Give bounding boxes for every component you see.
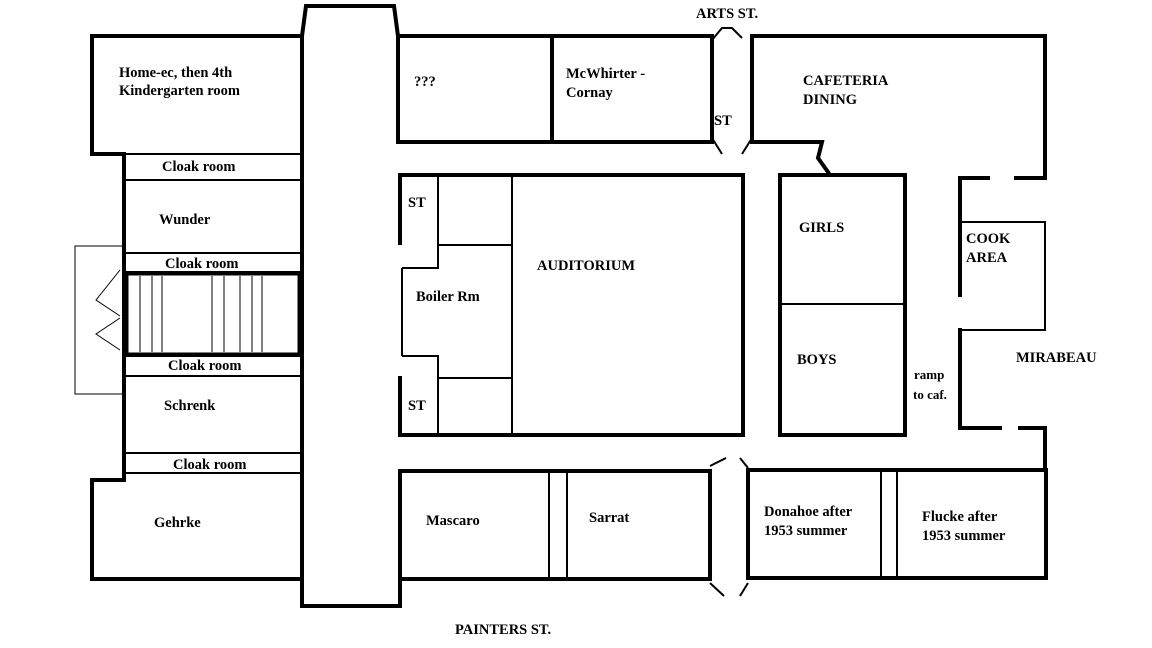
south-wing xyxy=(398,426,1048,597)
ramp-label-1: ramp xyxy=(914,367,944,382)
room-label-gehrke: Gehrke xyxy=(154,515,201,531)
room-label-cloak-2: Cloak room xyxy=(165,256,238,272)
room-label-home-ec-1: Home-ec, then 4th xyxy=(119,65,232,81)
east-wing xyxy=(958,176,1047,430)
room-label-unknown: ??? xyxy=(414,74,436,90)
room-label-cook-1: COOK xyxy=(966,231,1011,247)
room-label-mcwhirter-2: Cornay xyxy=(566,85,613,101)
north-wing xyxy=(396,27,1047,180)
room-label-cafeteria-2: DINING xyxy=(803,92,857,108)
stair-label-north: ST xyxy=(714,113,732,129)
room-label-donahoe-2: 1953 summer xyxy=(764,523,848,539)
street-label-east: MIRABEAU xyxy=(1016,350,1097,366)
room-label-schrenk: Schrenk xyxy=(164,398,216,414)
room-label-girls: GIRLS xyxy=(799,220,844,236)
auditorium-block xyxy=(398,173,745,437)
west-staircase xyxy=(74,245,301,395)
room-label-flucke-1: Flucke after xyxy=(922,509,998,525)
room-label-boys: BOYS xyxy=(797,352,837,368)
street-label-south: PAINTERS ST. xyxy=(455,622,551,638)
room-label-sarrat: Sarrat xyxy=(589,510,629,526)
room-label-mascaro: Mascaro xyxy=(426,513,480,529)
stair-label-west-upper: ST xyxy=(408,195,426,211)
room-label-cook-2: AREA xyxy=(966,250,1008,266)
room-label-flucke-2: 1953 summer xyxy=(922,528,1006,544)
street-label-north: ARTS ST. xyxy=(696,6,758,22)
room-label-cafeteria-1: CAFETERIA xyxy=(803,73,889,89)
room-label-cloak-1: Cloak room xyxy=(162,159,235,175)
ramp-label-2: to caf. xyxy=(913,387,947,402)
main-hallway xyxy=(299,4,402,608)
room-label-donahoe-1: Donahoe after xyxy=(764,504,853,520)
room-label-boiler: Boiler Rm xyxy=(416,289,480,305)
room-label-auditorium: AUDITORIUM xyxy=(537,258,635,274)
restroom-block xyxy=(778,173,907,437)
room-label-cloak-4: Cloak room xyxy=(173,457,246,473)
room-label-mcwhirter-1: McWhirter - xyxy=(566,66,645,82)
stair-label-west-lower: ST xyxy=(408,398,426,414)
room-label-cloak-3: Cloak room xyxy=(168,358,241,374)
room-label-wunder: Wunder xyxy=(159,212,211,228)
room-label-home-ec-2: Kindergarten room xyxy=(119,83,240,99)
